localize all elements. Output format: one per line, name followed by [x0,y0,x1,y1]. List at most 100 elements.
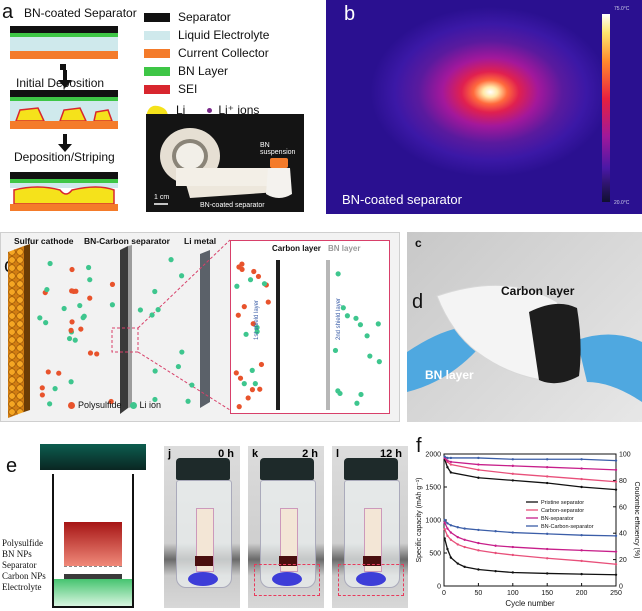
series-point [446,456,449,460]
inset-li-ion [335,271,341,277]
vial-highlight [254,564,320,596]
inset-li-ion [340,305,346,311]
inset-li-ion [337,390,343,397]
y-tick-label: 1500 [425,485,441,492]
series-point [456,526,459,529]
panel-a-title: BN-coated Separator [24,6,137,20]
photo-d-carbon-label: Carbon layer [501,284,575,298]
thermal-colorbar [602,14,610,202]
vial-time: 0 h [218,448,234,460]
li-ion-dot [52,386,58,392]
series-point [546,572,549,575]
legend-row: BN Layer [144,62,304,80]
inset-particle [255,273,262,280]
panel-a-label: a [2,1,14,23]
li-metal [200,250,210,408]
legend-entry: BN-Carbon-separator [541,524,594,530]
polysulfide-dot [68,327,74,333]
inset-particle [237,375,244,381]
polysulfide-dot [108,398,114,405]
inset-particle [235,312,241,318]
inset-li-ion [367,353,373,359]
y2-axis-label: Coulombic efficiency (%) [633,482,640,559]
series-point [463,545,466,549]
panel-e-label: e [6,455,18,477]
stack-deposition [10,90,118,129]
series-point [580,549,583,552]
polysulfide-dot [39,392,45,398]
polysulfide-dot [71,288,77,295]
legend-swatch [144,84,170,94]
series-point [546,475,549,478]
e-bn-layer [64,566,122,575]
series-point [449,460,453,464]
e-polysulfide [64,522,122,566]
series-point [546,532,549,536]
series-point [511,479,514,482]
stack-striping [10,172,118,211]
vial-photo: k 2 h [248,446,324,608]
li-ion-dot [185,398,191,404]
li-label: Li [176,103,186,117]
inset-particle [241,380,247,387]
li-ion-dot [189,382,195,388]
polysulfide-dot [87,295,93,301]
series-point [511,531,514,534]
li-ion-dot [179,349,185,355]
vial-polysulfide [363,556,381,566]
series-point [511,571,514,574]
vial-cap [176,458,230,480]
stack-initial [10,26,118,59]
y-axis-label: Specific capacity (mAh g⁻¹) [416,478,423,563]
legend-row: Current Collector [144,44,304,62]
series-point [477,463,480,466]
vial-letter: k [252,448,259,460]
x-tick-label: 50 [475,590,483,597]
legend-swatch [144,12,170,22]
series-point [449,463,453,466]
y-tick-label: 1000 [425,518,441,525]
li-ion-dot [47,401,53,407]
legend-swatch [144,30,170,40]
series-point [477,456,480,460]
series-point [446,547,449,551]
li-ion-dot [72,337,78,343]
polysulfide-dot [56,370,62,376]
series-point [614,459,618,462]
vial-time: 2 h [302,448,318,460]
y-tick-label: 500 [429,551,441,558]
li-ion-dot [168,257,174,263]
vial-cap [260,458,314,480]
inset-particle [243,331,249,337]
inset-bn-label: BN layer [328,244,361,253]
series-point [463,538,466,541]
shield-label-1: 1st shield layer [254,299,260,340]
inset-layers [233,260,382,410]
legend-label: SEI [178,82,198,96]
legend-polysulfide: Polysulfide [78,400,122,410]
series-point [546,481,549,485]
x-tick-label: 100 [507,590,519,597]
li-ion-dot [61,305,67,312]
sulfur-cathode [8,246,24,418]
polysulfide-dot [69,319,75,325]
li-ion-dot [137,307,143,313]
e-container [52,474,134,608]
series-point [546,557,549,560]
series-point [580,559,583,563]
inset-li-ion [354,400,360,406]
y-tick-label: 2000 [425,452,441,459]
panel-c-diagram [8,239,231,418]
series-point [614,563,618,566]
e-electrolyte [54,579,132,606]
e-cap [40,444,146,470]
li-ion-dot [43,320,49,326]
inset-li-ion [353,315,359,321]
e-label: BN NPs [2,549,32,559]
panel-a-diagram [10,26,118,211]
series-point [477,541,480,545]
